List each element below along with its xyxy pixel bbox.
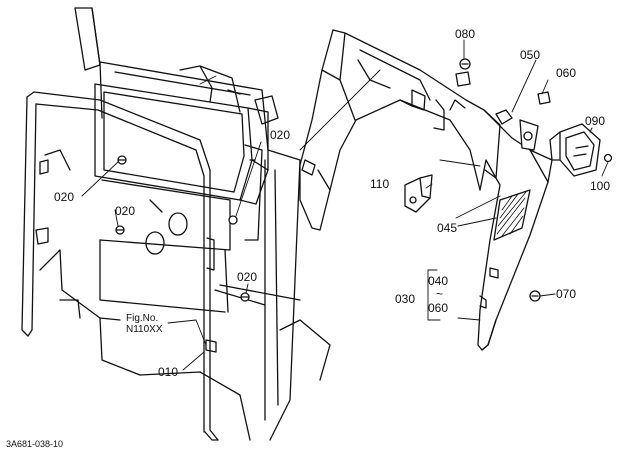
label-030: 030 (395, 292, 416, 306)
fig-no-label: Fig.No. (126, 313, 159, 324)
label-110: 110 (370, 177, 390, 191)
label-020-mid: 020 (115, 204, 136, 218)
bolt-020-group (115, 155, 250, 302)
label-tilde: ~ (436, 287, 444, 301)
label-050: 050 (520, 48, 541, 62)
label-070: 070 (556, 287, 577, 301)
label-020-left: 020 (54, 190, 75, 204)
label-080: 080 (455, 27, 476, 41)
side-bracket (244, 144, 263, 241)
label-020-lower: 020 (237, 270, 258, 284)
leader-lines (81, 39, 609, 371)
label-060-range: 060 (428, 301, 449, 315)
lamp-090 (549, 123, 601, 177)
label-010: 010 (158, 365, 179, 379)
label-060-top: 060 (556, 66, 577, 80)
label-040: 040 (428, 274, 449, 288)
fig-no-value: N110XX (126, 323, 163, 335)
machine-frame (39, 7, 331, 441)
drawing-code: 3A681-038-10 (6, 439, 64, 449)
bracket-110 (404, 174, 433, 213)
front-frame-010 (21, 91, 219, 441)
meter-panel (94, 83, 269, 313)
reflector-045 (493, 189, 531, 241)
label-045: 045 (437, 221, 458, 235)
fig-no-block: Fig.No. N110XX (126, 313, 163, 335)
label-100: 100 (590, 179, 611, 193)
small-parts (455, 58, 613, 302)
label-090: 090 (585, 114, 606, 128)
rear-cowl-030 (299, 29, 553, 351)
label-020-right: 020 (270, 128, 291, 142)
